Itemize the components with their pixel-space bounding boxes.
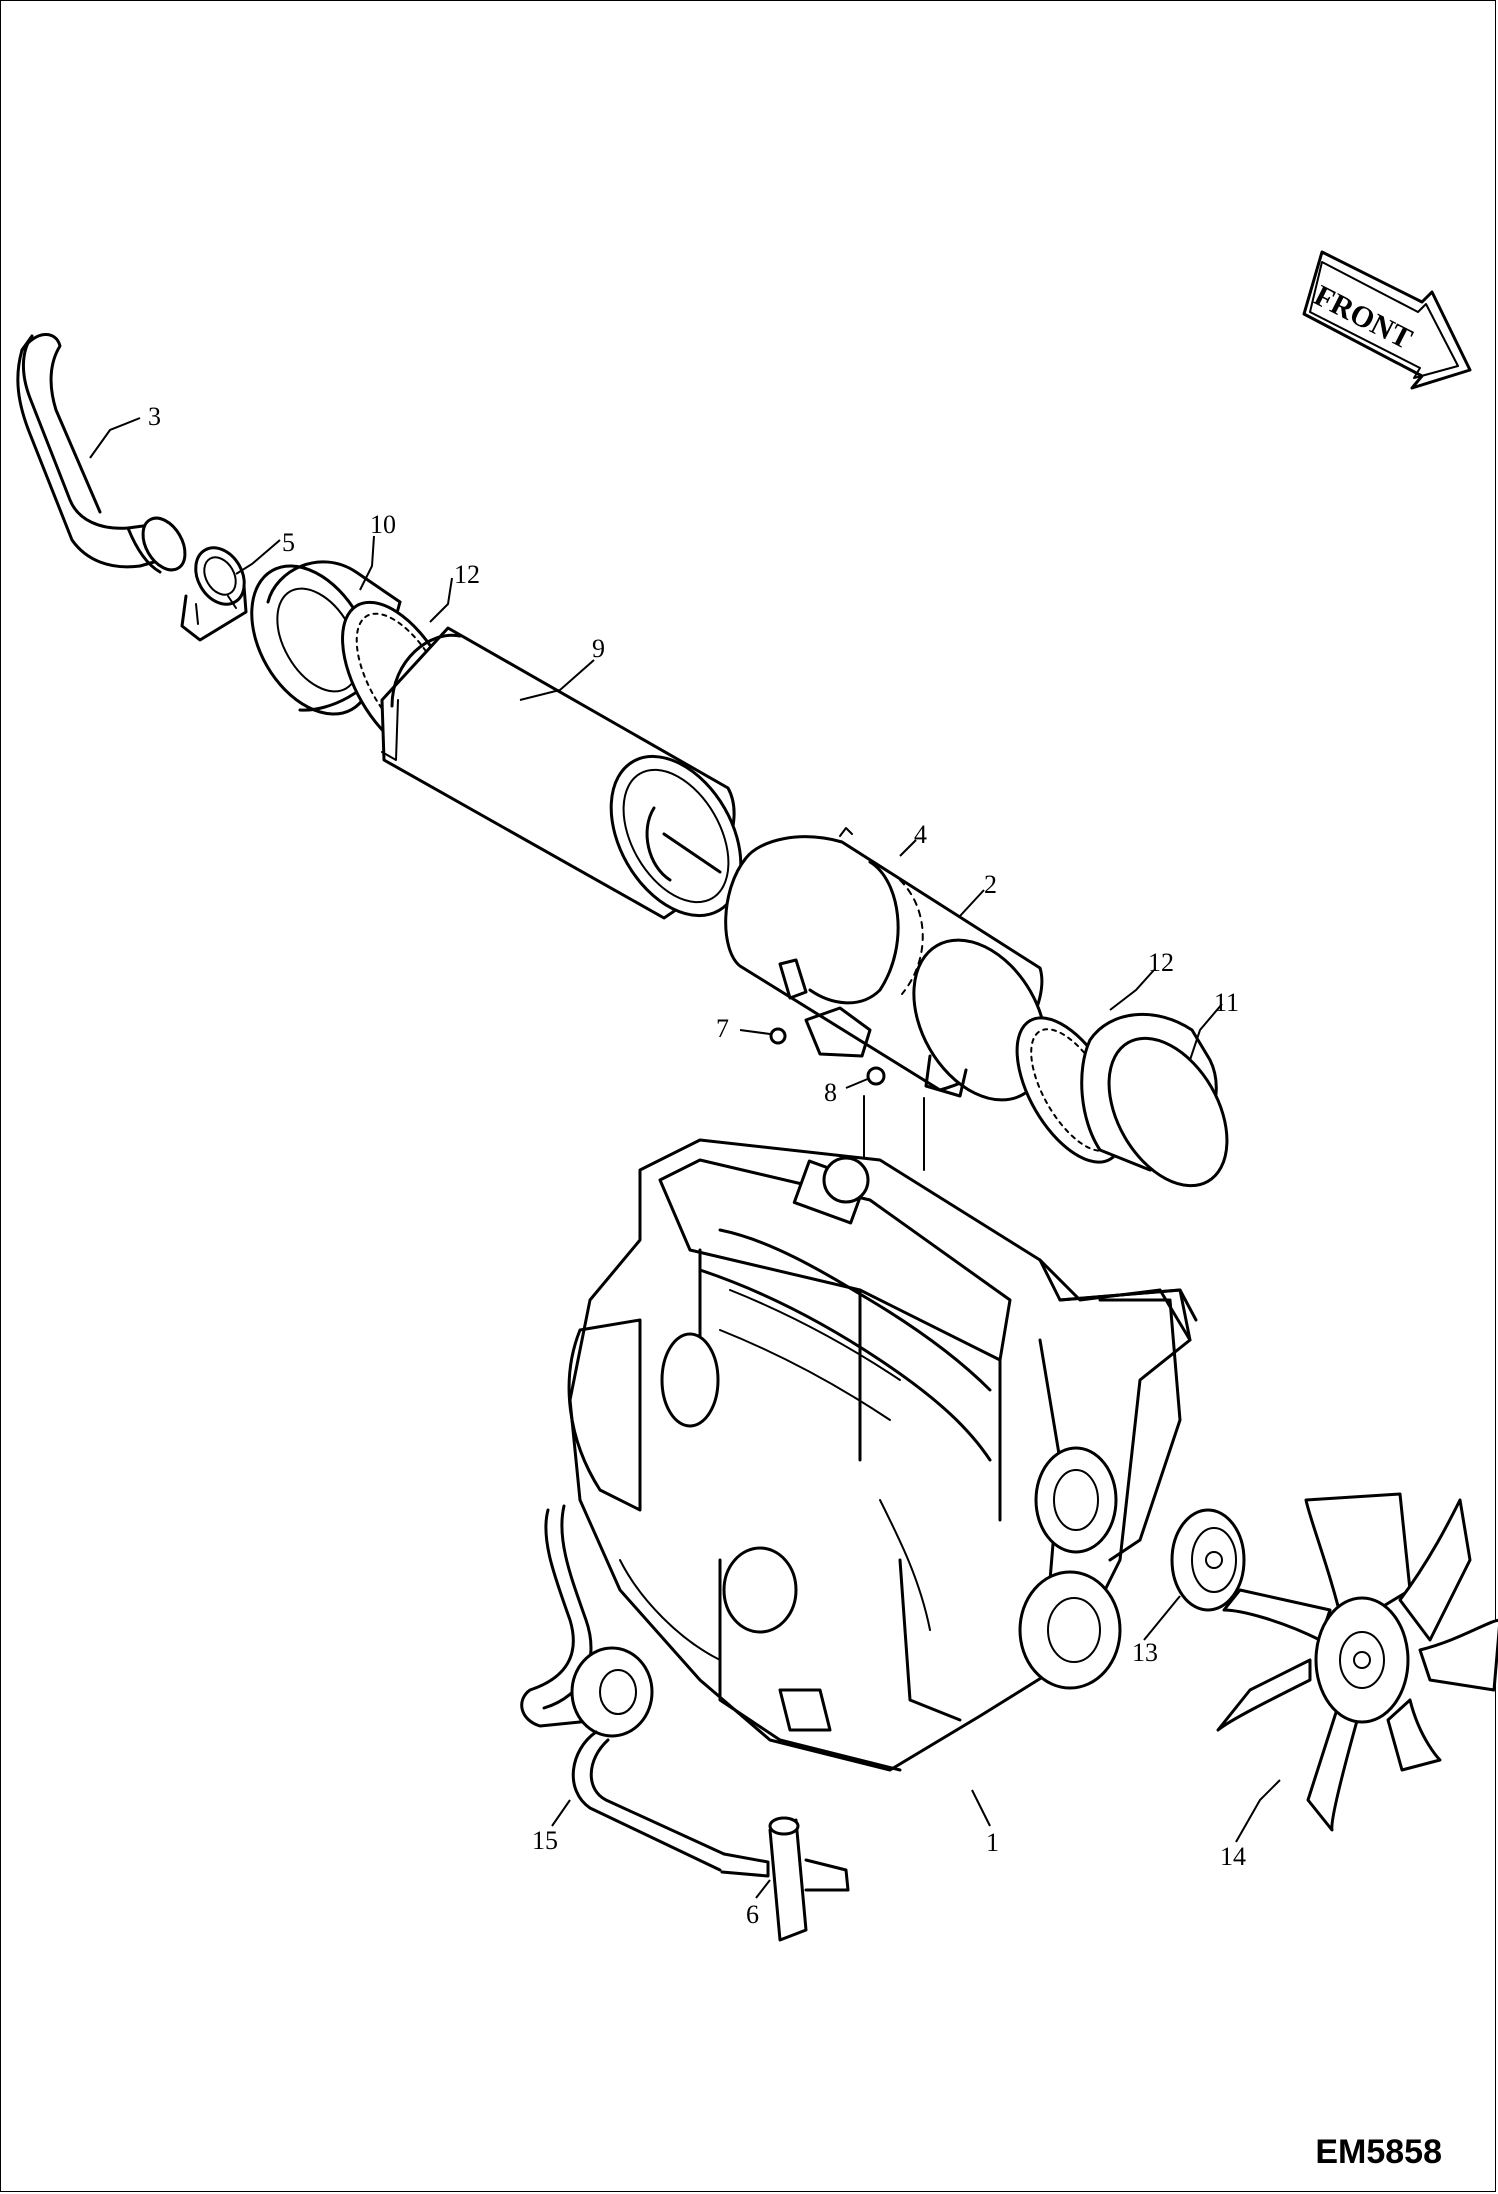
front-direction-arrow-icon: FRONT xyxy=(1302,250,1472,390)
nut-part-8 xyxy=(845,1066,886,1089)
callout-12-upper: 12 xyxy=(454,560,480,589)
cooling-fan-icon xyxy=(1216,1492,1498,1832)
callout-4: 4 xyxy=(914,820,927,849)
callout-10: 10 xyxy=(370,510,396,539)
tail-pipe-part xyxy=(16,333,187,574)
callout-2: 2 xyxy=(984,870,997,899)
callout-14: 14 xyxy=(1220,1842,1246,1871)
drawing-number: EM5858 xyxy=(1315,2133,1442,2171)
callout-3: 3 xyxy=(148,402,161,431)
leader-lines xyxy=(89,417,1281,1899)
coolant-hose-part xyxy=(520,1504,726,1872)
fan-pulley-part xyxy=(1170,1508,1246,1612)
inlet-end-cap-part xyxy=(1080,1012,1229,1188)
pipe-clamp-part xyxy=(180,546,248,642)
callout-13: 13 xyxy=(1132,1638,1158,1667)
callout-11: 11 xyxy=(1214,988,1240,1017)
callout-12-lower: 12 xyxy=(1148,948,1174,977)
bolt-part-7 xyxy=(739,1027,787,1045)
pipe-fitting-part xyxy=(720,1816,850,1942)
engine-assembly-icon xyxy=(567,1138,1198,1772)
muffler-body-part xyxy=(380,626,743,920)
callout-6: 6 xyxy=(746,1900,759,1929)
callout-5: 5 xyxy=(282,528,295,557)
callout-8: 8 xyxy=(824,1078,837,1107)
callout-9: 9 xyxy=(592,634,605,663)
callout-7: 7 xyxy=(716,1014,729,1043)
callout-1: 1 xyxy=(986,1828,999,1857)
callout-15: 15 xyxy=(532,1826,558,1855)
